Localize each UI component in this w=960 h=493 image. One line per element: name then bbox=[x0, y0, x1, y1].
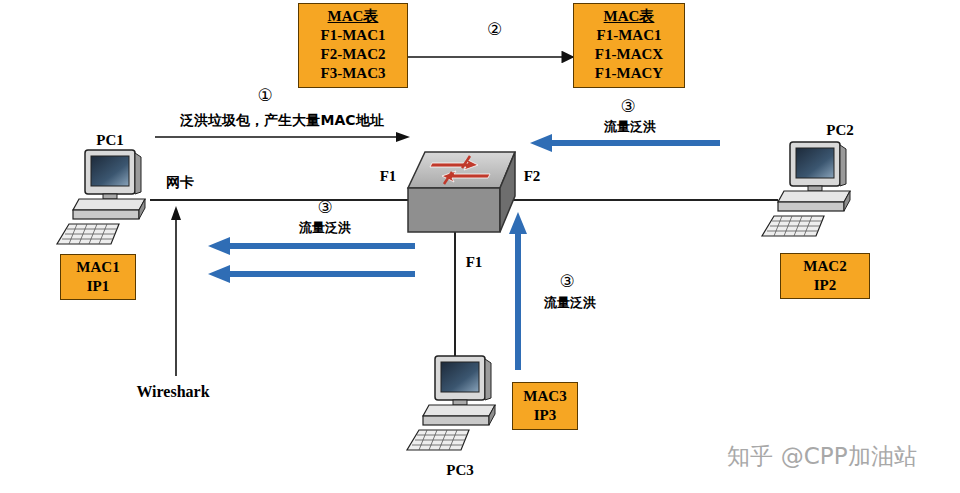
table-entry: MAC3 bbox=[523, 387, 566, 406]
callout-number: ② bbox=[485, 19, 504, 39]
host-info-box: MAC3IP3 bbox=[512, 382, 578, 430]
table-entry: F1-MAC1 bbox=[597, 26, 662, 45]
tool-name: Wireshark bbox=[136, 383, 209, 401]
callout-number: ③ bbox=[317, 197, 332, 217]
callout-number: ③ bbox=[620, 96, 635, 116]
host-name: PC3 bbox=[446, 462, 474, 479]
host-name: PC2 bbox=[826, 122, 854, 139]
port-name: F1 bbox=[466, 254, 483, 271]
callout-number: ① bbox=[257, 85, 272, 105]
table-entry: IP2 bbox=[814, 276, 837, 295]
table-entry: F1-MACY bbox=[595, 64, 663, 83]
callout-number: ③ bbox=[559, 271, 574, 291]
table-heading: MAC表 bbox=[604, 7, 655, 26]
table-entry: IP3 bbox=[534, 406, 557, 425]
nic-label: 网卡 bbox=[166, 174, 194, 192]
switch-icon bbox=[408, 152, 515, 232]
computer-icon bbox=[407, 356, 495, 450]
table-entry: IP1 bbox=[87, 277, 110, 296]
table-heading: MAC表 bbox=[328, 7, 379, 26]
flood-arrow bbox=[155, 132, 410, 142]
table-entry: F1-MACX bbox=[595, 45, 663, 64]
table-entry: MAC2 bbox=[803, 257, 846, 276]
traffic-arrow bbox=[509, 212, 527, 370]
port-name: F1 bbox=[380, 168, 397, 185]
host-info-box: MAC2IP2 bbox=[780, 253, 870, 299]
flow-note: 流量泛洪 bbox=[604, 118, 656, 136]
step-note: 泛洪垃圾包，产生大量MAC地址 bbox=[180, 112, 383, 130]
table-entry: F1-MAC1 bbox=[321, 26, 386, 45]
traffic-arrow bbox=[208, 265, 415, 283]
cable bbox=[454, 232, 456, 356]
host-name: PC1 bbox=[96, 132, 124, 149]
table-entry: F3-MAC3 bbox=[321, 64, 386, 83]
host-info-box: MAC1IP1 bbox=[60, 254, 136, 300]
watermark: 知乎 @CPP加油站 bbox=[727, 441, 916, 472]
cable bbox=[150, 199, 410, 201]
cable bbox=[512, 199, 778, 201]
computer-icon bbox=[57, 150, 145, 244]
flow-note: 流量泛洪 bbox=[544, 294, 596, 312]
traffic-arrow bbox=[208, 237, 415, 255]
mac-table-box: MAC表F1-MAC1F1-MACXF1-MACY bbox=[573, 3, 685, 88]
port-name: F2 bbox=[524, 168, 541, 185]
traffic-arrow bbox=[530, 134, 720, 152]
capture-arrow bbox=[171, 206, 181, 376]
computer-icon bbox=[762, 142, 850, 236]
table-update-arrow bbox=[408, 56, 573, 58]
mac-table-box: MAC表F1-MAC1F2-MAC2F3-MAC3 bbox=[298, 3, 408, 88]
table-entry: MAC1 bbox=[76, 258, 119, 277]
table-entry: F2-MAC2 bbox=[321, 45, 386, 64]
flow-note: 流量泛洪 bbox=[299, 219, 351, 237]
